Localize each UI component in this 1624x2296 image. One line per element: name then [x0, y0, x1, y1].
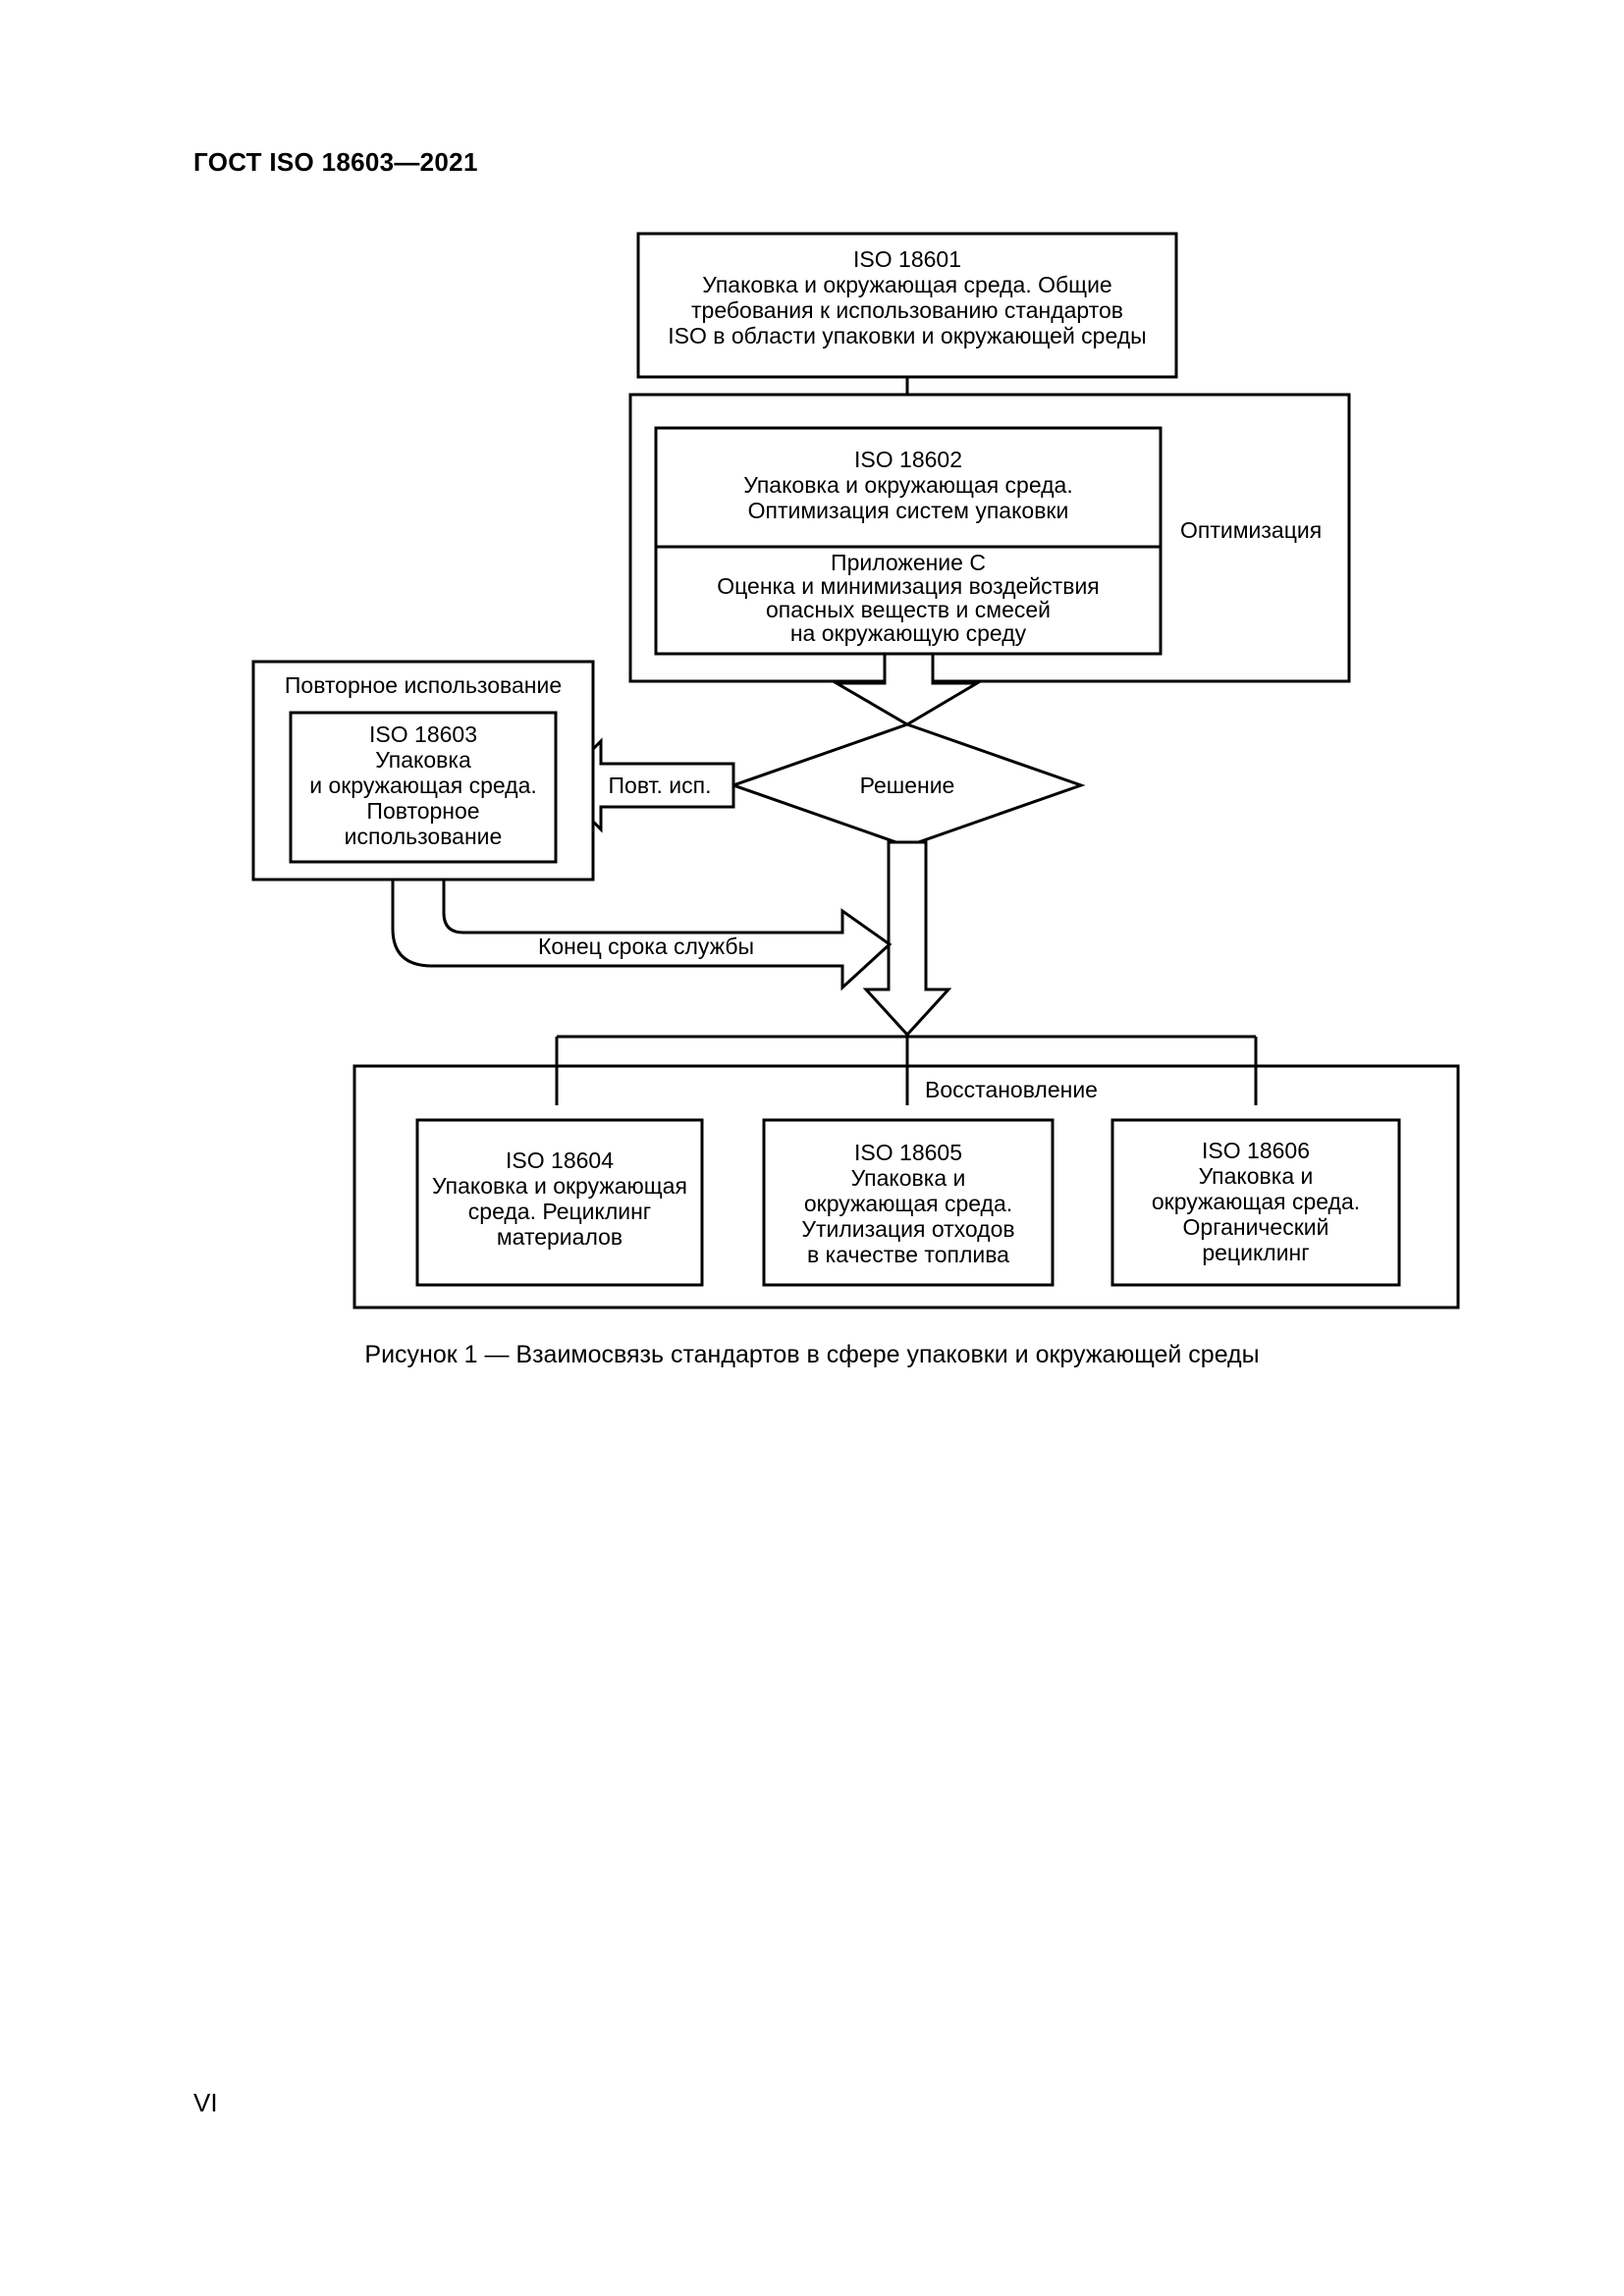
iso18601-box [636, 232, 1178, 379]
iso18606-text-line: Упаковка и [1199, 1163, 1314, 1189]
recovery-label: Восстановление [925, 1077, 1098, 1102]
annex-c-text-line: на окружающую среду [790, 620, 1027, 646]
decision-label: Решение [860, 773, 955, 798]
reuse-arrow-label: Повт. исп. [609, 773, 712, 798]
iso18604-text-line: среда. Рециклинг [468, 1199, 651, 1224]
iso18603-text-line: и окружающая среда. [309, 773, 537, 798]
iso18605-text-line: в качестве топлива [807, 1242, 1009, 1267]
iso18606-text-line: Органический [1183, 1214, 1329, 1240]
iso18605-text-line: Утилизация отходов [801, 1216, 1014, 1242]
iso18601-text-line: Упаковка и окружающая среда. Общие [702, 272, 1111, 297]
iso18606-box [1110, 1118, 1401, 1287]
iso18606-text-line: ISO 18606 [1202, 1138, 1310, 1163]
iso18604-text-line: ISO 18604 [506, 1148, 614, 1173]
end-of-life-label: Конец срока службы [538, 934, 754, 959]
iso18603-text-line: Упаковка [375, 747, 471, 773]
iso18605-box [762, 1118, 1055, 1287]
iso18603-text-line: ISO 18603 [369, 721, 477, 747]
reuse-group-label: Повторное использование [285, 672, 562, 698]
page-number: VI [193, 2088, 218, 2117]
iso18601-text-line: ISO 18601 [853, 246, 961, 272]
iso18601-text-line: ISO в области упаковки и окружающей сред… [668, 323, 1146, 348]
iso18604-text-line: Упаковка и окружающая [432, 1173, 687, 1199]
iso18602-text-line: Оптимизация систем упаковки [748, 498, 1069, 523]
document-header: ГОСТ ISO 18603—2021 [193, 147, 478, 177]
iso18603-text-line: Повторное [366, 798, 479, 824]
iso18606-text-line: рециклинг [1202, 1240, 1309, 1265]
end-of-life-arrow [391, 878, 893, 991]
iso18602-box [654, 426, 1163, 656]
iso18606-text-line: окружающая среда. [1152, 1189, 1360, 1214]
optimization-label: Оптимизация [1180, 517, 1322, 543]
annex-c-text-line: Приложение С [831, 550, 986, 575]
iso18602-text-line: ISO 18602 [854, 447, 962, 472]
iso18604-box [415, 1118, 704, 1287]
iso18605-text-line: Упаковка и [851, 1165, 966, 1191]
decision-to-recovery-arrow [862, 840, 952, 1038]
iso18605-text-line: ISO 18605 [854, 1140, 962, 1165]
iso18605-text-line: окружающая среда. [804, 1191, 1012, 1216]
iso18602-text-line: Упаковка и окружающая среда. [743, 472, 1072, 498]
figure-caption: Рисунок 1 — Взаимосвязь стандартов в сфе… [364, 1341, 1260, 1368]
iso18604-text-line: материалов [497, 1224, 623, 1250]
annex-c-text-line: Оценка и минимизация воздействия [717, 573, 1100, 599]
iso18603-text-line: использование [345, 824, 503, 849]
annex-c-text-line: опасных веществ и смесей [766, 597, 1051, 622]
optimization-to-decision-arrow [831, 652, 983, 726]
iso18601-text-line: требования к использованию стандартов [691, 297, 1123, 323]
iso18603-box [289, 711, 558, 864]
